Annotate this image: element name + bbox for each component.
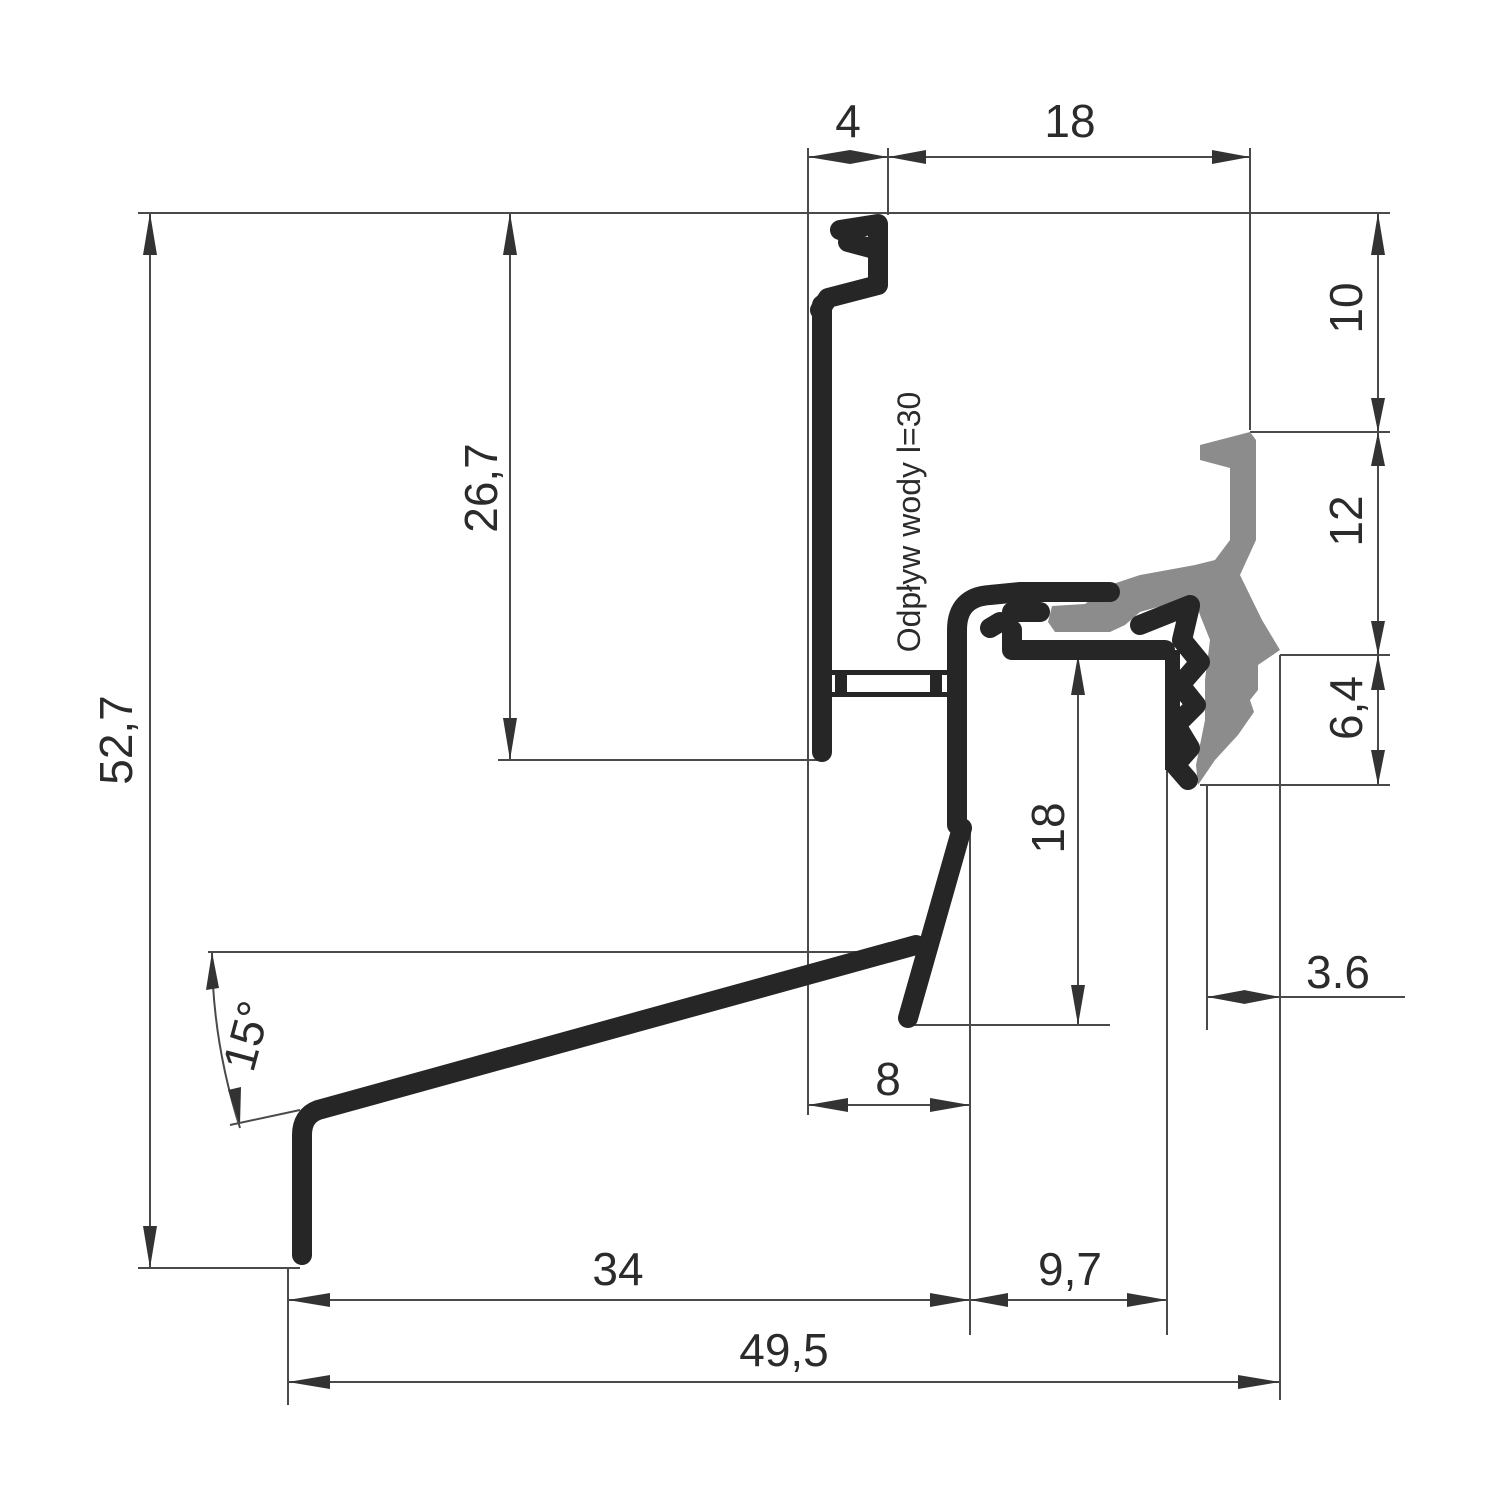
drain-link-bottom bbox=[822, 692, 947, 697]
dim-inner-height: 18 bbox=[1022, 802, 1074, 853]
aluminium-profile bbox=[292, 214, 1210, 1265]
dimension-labels: 4 18 52,7 26,7 10 12 6,4 18 3.6 8 15° 34… bbox=[90, 95, 1372, 1376]
channel-bottom bbox=[1002, 620, 1175, 660]
dim-offset-width: 3.6 bbox=[1306, 946, 1370, 998]
sill-slope bbox=[292, 935, 926, 1265]
water-drain-note: Odpływ wody l=30 bbox=[891, 392, 927, 653]
dim-total-height: 52,7 bbox=[90, 695, 142, 785]
dim-bottom-left-width: 34 bbox=[592, 1243, 643, 1295]
drain-link-top bbox=[822, 670, 947, 675]
dim-total-width: 49,5 bbox=[739, 1324, 829, 1376]
slanted-leg bbox=[898, 818, 972, 1028]
extension-lines bbox=[138, 148, 1390, 1405]
dimension-lines bbox=[143, 150, 1405, 1389]
dim-bottom-mid-width: 9,7 bbox=[1038, 1243, 1102, 1295]
dim-bottom-inner-width: 8 bbox=[875, 1053, 901, 1105]
seal-gasket bbox=[1048, 432, 1280, 785]
main-wall bbox=[947, 582, 1120, 835]
dim-right-top-height: 10 bbox=[1320, 282, 1372, 333]
dim-right-mid-height: 12 bbox=[1320, 495, 1372, 546]
dim-right-low-height: 6,4 bbox=[1320, 676, 1372, 740]
dim-upper-height: 26,7 bbox=[455, 443, 507, 533]
dim-top-left-width: 4 bbox=[835, 95, 861, 147]
dim-angle: 15° bbox=[212, 996, 280, 1077]
dim-top-right-width: 18 bbox=[1044, 95, 1095, 147]
